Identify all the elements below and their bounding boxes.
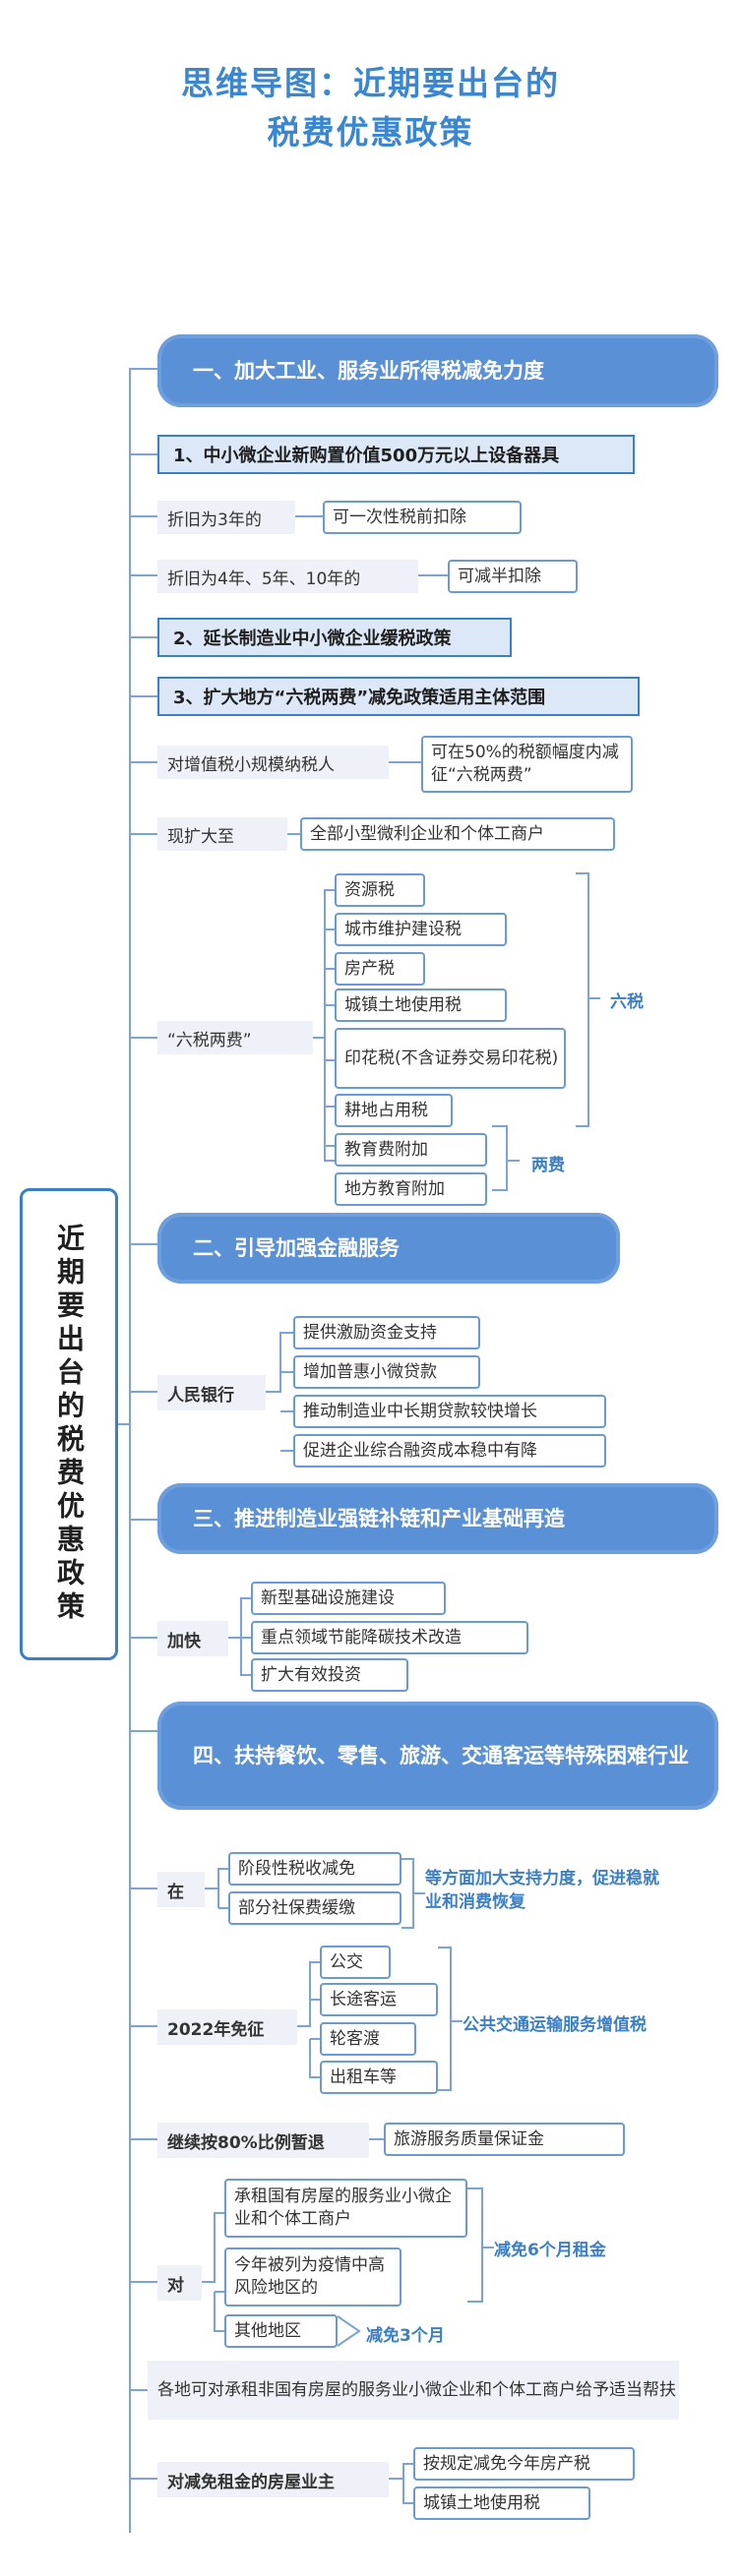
bank-item-2: 推动制造业中长期贷款较快增长 bbox=[293, 1395, 606, 1428]
page-title-line1: 思维导图：近期要出台的 bbox=[181, 64, 560, 102]
section2-heading: 二、引导加强金融服务 bbox=[157, 1213, 620, 1284]
transport-3: 出租车等 bbox=[320, 2061, 438, 2094]
page-title-line2: 税费优惠政策 bbox=[267, 113, 474, 151]
six-tag: 六税 bbox=[610, 992, 644, 1012]
at-item-1: 部分社保费缓缴 bbox=[228, 1891, 401, 1925]
help-note: 各地可对承租非国有房屋的服务业小微企业和个体工商户给予适当帮扶 bbox=[148, 2361, 679, 2420]
s1-item2: 2、延长制造业中小微企业缓税政策 bbox=[157, 618, 512, 657]
owner-item-0: 按规定减免今年房产税 bbox=[413, 2447, 635, 2481]
fast-item-0: 新型基础设施建设 bbox=[251, 1582, 446, 1615]
bank-item-1: 增加普惠小微贷款 bbox=[293, 1355, 480, 1389]
section1-heading: 一、加大工业、服务业所得税减免力度 bbox=[157, 334, 718, 407]
vat-value: 可在50%的税额幅度内减征“六税两费” bbox=[421, 736, 633, 793]
fast-item-1: 重点领域节能降碳技术改造 bbox=[251, 1621, 528, 1654]
six-item-3: 城镇土地使用税 bbox=[335, 988, 507, 1022]
cont-label: 继续按80%比例暂退 bbox=[157, 2123, 369, 2158]
transport-0: 公交 bbox=[320, 1946, 391, 1979]
bank-item-0: 提供激励资金支持 bbox=[293, 1316, 480, 1349]
fast-item-2: 扩大有效投资 bbox=[251, 1658, 408, 1692]
bank-label: 人民银行 bbox=[157, 1375, 266, 1410]
vat-label: 对增值税小规模纳税人 bbox=[157, 746, 389, 779]
now-label: 现扩大至 bbox=[157, 817, 287, 851]
section4-heading: 四、扶持餐饮、零售、旅游、交通客运等特殊困难行业 bbox=[157, 1702, 718, 1810]
d3-label: 折旧为3年的 bbox=[157, 501, 295, 534]
s1-item3: 3、扩大地方“六税两费”减免政策适用主体范围 bbox=[157, 677, 640, 716]
fee-item-1: 地方教育附加 bbox=[335, 1172, 487, 1206]
at-item-0: 阶段性税收减免 bbox=[228, 1852, 401, 1886]
at-note: 等方面加大支持力度，促进稳就业和消费恢复 bbox=[425, 1869, 659, 1912]
other: 其他地区 bbox=[224, 2314, 338, 2348]
rent-note: 减免6个月租金 bbox=[494, 2241, 606, 2260]
transport-2: 轮客渡 bbox=[320, 2022, 416, 2056]
rent2: 今年被列为疫情中高风险地区的 bbox=[224, 2247, 401, 2306]
bank-item-3: 促进企业综合融资成本稳中有降 bbox=[293, 1434, 606, 1468]
owner-item-1: 城镇土地使用税 bbox=[413, 2486, 590, 2520]
rent1: 承租国有房屋的服务业小微企业和个体工商户 bbox=[224, 2179, 467, 2238]
six-item-4: 印花税(不含证券交易印花税) bbox=[335, 1028, 566, 1089]
at-label: 在 bbox=[157, 1872, 205, 1907]
transport-1: 长途客运 bbox=[320, 1983, 438, 2016]
cont-value: 旅游服务质量保证金 bbox=[384, 2123, 625, 2156]
fee-tag: 两费 bbox=[531, 1156, 565, 1175]
s1-item1: 1、中小微企业新购置价值500万元以上设备器具 bbox=[157, 435, 635, 474]
owner-label: 对减免租金的房屋业主 bbox=[157, 2462, 389, 2497]
transport-note: 公共交通运输服务增值税 bbox=[463, 2015, 647, 2035]
fee-item-0: 教育费附加 bbox=[335, 1133, 487, 1167]
six-item-1: 城市维护建设税 bbox=[335, 913, 507, 946]
d3-value: 可一次性税前扣除 bbox=[323, 501, 522, 534]
to-label: 对 bbox=[157, 2265, 202, 2301]
root-topic: 近期要出台的税费优惠政策 bbox=[20, 1188, 118, 1660]
fast-label: 加快 bbox=[157, 1621, 228, 1656]
six-item-2: 房产税 bbox=[335, 952, 425, 986]
other-note: 减免3个月 bbox=[366, 2326, 445, 2346]
d4-label: 折旧为4年、5年、10年的 bbox=[157, 560, 418, 593]
six-label: “六税两费” bbox=[157, 1021, 313, 1054]
now-value: 全部小型微利企业和个体工商户 bbox=[300, 817, 615, 851]
d4-value: 可减半扣除 bbox=[448, 560, 578, 593]
section3-heading: 三、推进制造业强链补链和产业基础再造 bbox=[157, 1483, 718, 1554]
y2022-label: 2022年免征 bbox=[157, 2009, 297, 2045]
six-item-5: 耕地占用税 bbox=[335, 1094, 453, 1127]
six-item-0: 资源税 bbox=[335, 873, 425, 907]
